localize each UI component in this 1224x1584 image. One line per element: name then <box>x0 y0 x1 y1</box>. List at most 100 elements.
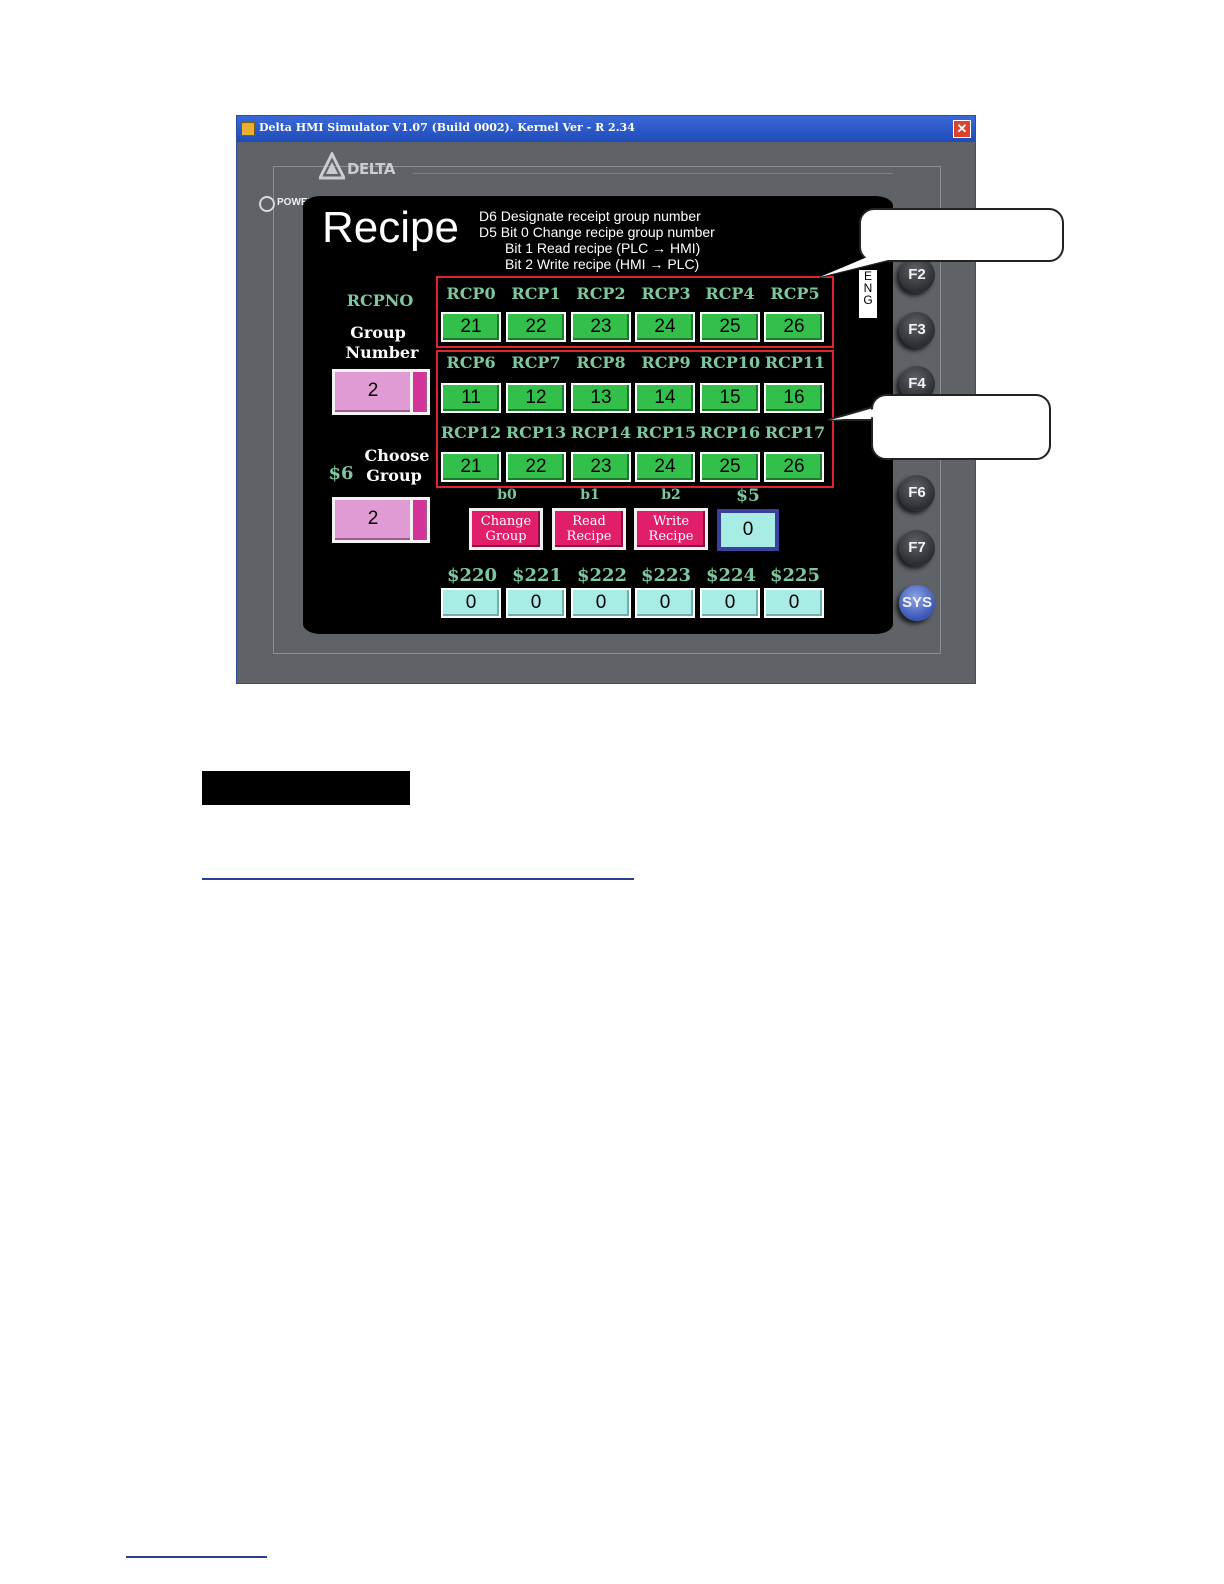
f2-key[interactable]: F2 <box>899 257 935 293</box>
recipe-cell[interactable]: 15 <box>700 383 760 413</box>
recipe-cell[interactable]: 12 <box>506 383 566 413</box>
callout-bubbles <box>819 208 1064 460</box>
recipe-cell[interactable]: 26 <box>764 312 824 342</box>
register-cell[interactable]: 0 <box>571 588 631 618</box>
f3-key[interactable]: F3 <box>899 312 935 348</box>
register-header: $222 <box>576 565 628 586</box>
screen-title: Recipe <box>322 203 459 252</box>
rcp-header: RCP15 <box>635 423 697 442</box>
recipe-cell[interactable]: 13 <box>571 383 631 413</box>
rcp-header: RCP10 <box>699 353 761 372</box>
rcp-header: RCP8 <box>576 353 626 372</box>
register-cell[interactable]: 0 <box>441 588 501 618</box>
write-recipe-button[interactable]: Write Recipe <box>634 508 708 550</box>
group-number-label: Group <box>350 323 406 342</box>
app-icon <box>241 122 255 136</box>
recipe-cell[interactable]: 21 <box>441 312 501 342</box>
rcp-header: RCP16 <box>699 423 761 442</box>
rcp-header: RCP14 <box>570 423 632 442</box>
sys-key[interactable]: SYS <box>899 585 935 621</box>
rcp-header: RCP3 <box>641 284 691 303</box>
divider <box>202 878 634 880</box>
register-header: $221 <box>511 565 563 586</box>
footer-divider <box>126 1556 267 1558</box>
title-bar[interactable]: Delta HMI Simulator V1.07 (Build 0002). … <box>237 116 975 142</box>
info-line-d6: D6 Designate receipt group number <box>479 208 701 224</box>
group-number-field[interactable]: 2 <box>332 369 430 415</box>
rcpno-label: RCPNO <box>346 291 414 310</box>
bit-label-b2: b2 <box>661 487 681 503</box>
recipe-cell[interactable]: 25 <box>700 452 760 482</box>
recipe-cell[interactable]: 26 <box>764 452 824 482</box>
register-cell[interactable]: 0 <box>506 588 566 618</box>
s5-label: $5 <box>736 486 760 506</box>
s5-value: 0 <box>721 513 775 547</box>
bit-label-b1: b1 <box>580 487 600 503</box>
recipe-cell[interactable]: 23 <box>571 452 631 482</box>
f6-key[interactable]: F6 <box>899 475 935 511</box>
redacted-heading-bar <box>202 771 410 805</box>
simulator-window: Delta HMI Simulator V1.07 (Build 0002). … <box>236 115 976 684</box>
read-recipe-button[interactable]: Read Recipe <box>552 508 626 550</box>
recipe-cell[interactable]: 22 <box>506 452 566 482</box>
group-number-value: 2 <box>367 380 379 401</box>
register-cell[interactable]: 0 <box>700 588 760 618</box>
recipe-cell[interactable]: 24 <box>635 312 695 342</box>
rcp-header: RCP5 <box>770 284 820 303</box>
delta-logo-icon <box>319 152 345 180</box>
register-cell[interactable]: 0 <box>764 588 824 618</box>
delta-logo: DELTA <box>347 160 395 178</box>
change-group-button[interactable]: Change Group <box>469 508 543 550</box>
info-line-d5: D5 Bit 0 Change recipe group number <box>479 224 715 240</box>
power-label: POWER <box>277 197 315 208</box>
choose-group-label: Choose <box>364 446 430 465</box>
divider <box>413 173 893 174</box>
lang-letter: N <box>863 281 873 295</box>
language-indicator[interactable]: E N G <box>859 270 877 318</box>
button-label: Read <box>572 514 606 529</box>
rcp-header: RCP7 <box>511 353 561 372</box>
bit-label-b0: b0 <box>497 487 517 503</box>
info-line-bit2: Bit 2 Write recipe (HMI → PLC) <box>505 256 700 272</box>
close-button[interactable]: ✕ <box>953 120 971 138</box>
recipe-cell[interactable]: 16 <box>764 383 824 413</box>
info-line-bit1: Bit 1 Read recipe (PLC → HMI) <box>505 240 701 256</box>
rcp-header: RCP2 <box>576 284 626 303</box>
f7-key[interactable]: F7 <box>899 530 935 566</box>
recipe-cell[interactable]: 24 <box>635 452 695 482</box>
power-led-icon <box>259 196 275 212</box>
lang-letter: G <box>863 293 873 307</box>
s6-label: $6 <box>328 463 354 484</box>
window-title: Delta HMI Simulator V1.07 (Build 0002). … <box>259 121 635 134</box>
recipe-cell[interactable]: 21 <box>441 452 501 482</box>
register-header: $220 <box>446 565 498 586</box>
recipe-cell[interactable]: 22 <box>506 312 566 342</box>
register-header: $223 <box>640 565 692 586</box>
group-number-label: Number <box>345 343 419 362</box>
rcp-header: RCP4 <box>705 284 755 303</box>
button-label: Recipe <box>648 529 694 544</box>
hmi-screen <box>303 196 893 634</box>
rcp-header: RCP6 <box>446 353 496 372</box>
register-header: $224 <box>705 565 757 586</box>
button-label: Group <box>485 529 527 544</box>
rcp-header: RCP9 <box>641 353 691 372</box>
lang-letter: E <box>863 269 872 283</box>
choose-group-field[interactable]: 2 <box>332 497 430 543</box>
register-cell[interactable]: 0 <box>635 588 695 618</box>
button-label: Recipe <box>566 529 612 544</box>
rcp-header: RCP1 <box>511 284 561 303</box>
rcp-header: RCP17 <box>764 423 826 442</box>
rcp-header: RCP12 <box>440 423 502 442</box>
rcp-header: RCP13 <box>505 423 567 442</box>
rcp-header: RCP0 <box>446 284 496 303</box>
recipe-cell[interactable]: 11 <box>441 383 501 413</box>
recipe-cell[interactable]: 25 <box>700 312 760 342</box>
s5-field[interactable]: 0 <box>717 509 779 551</box>
register-header: $225 <box>769 565 821 586</box>
recipe-group-highlight <box>436 276 834 348</box>
choose-group-value: 2 <box>367 508 379 529</box>
choose-group-label: Group <box>366 466 422 485</box>
recipe-cell[interactable]: 23 <box>571 312 631 342</box>
recipe-cell[interactable]: 14 <box>635 383 695 413</box>
